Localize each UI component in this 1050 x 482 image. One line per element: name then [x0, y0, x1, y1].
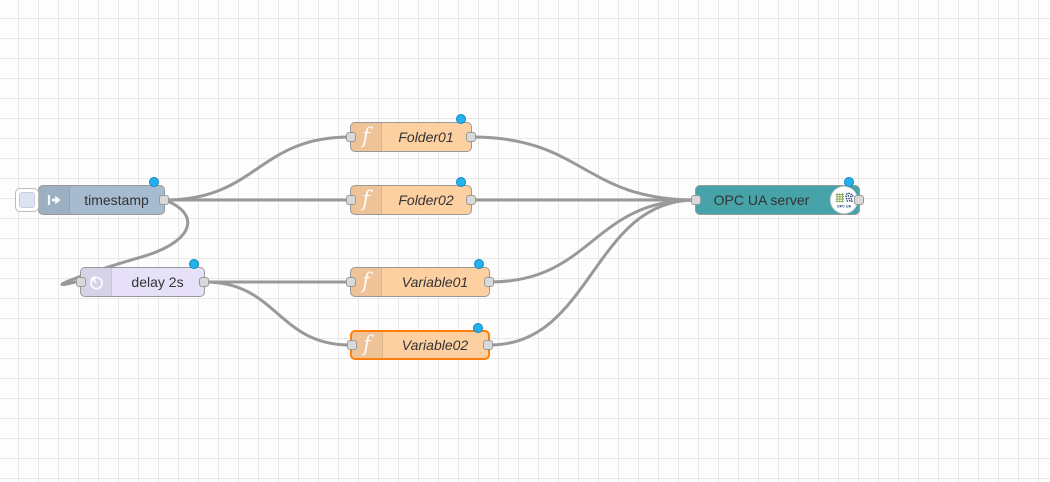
- function-f-glyph: f: [362, 186, 370, 211]
- output-port-folder02[interactable]: [466, 195, 476, 205]
- node-variable01[interactable]: f Variable01: [346, 259, 494, 297]
- function-f-glyph: f: [362, 268, 370, 293]
- wire-timestamp-to-folder01[interactable]: [163, 135, 352, 202]
- function-icon: f: [351, 268, 382, 296]
- node-label-timestamp: timestamp: [84, 192, 149, 208]
- function-f-glyph: f: [363, 331, 371, 356]
- output-port-variable01[interactable]: [484, 277, 494, 287]
- node-label-delay: delay 2s: [131, 274, 184, 290]
- node-folder01[interactable]: f Folder01: [346, 114, 476, 152]
- node-delay[interactable]: delay 2s: [76, 259, 209, 297]
- wire-variable02-to-opcua[interactable]: [488, 198, 697, 347]
- output-port-folder01[interactable]: [466, 132, 476, 142]
- changed-indicator: [456, 177, 466, 187]
- wire-delay-to-variable02[interactable]: [203, 280, 352, 347]
- changed-indicator: [149, 177, 159, 187]
- output-port-opcua[interactable]: [854, 195, 864, 205]
- node-opcua[interactable]: OPC UA OPC UA server: [691, 177, 864, 215]
- input-port-variable02[interactable]: [347, 340, 357, 350]
- node-label-folder02: Folder02: [398, 192, 454, 208]
- node-label-variable01: Variable01: [401, 274, 469, 290]
- function-icon: f: [351, 186, 382, 214]
- node-variable02[interactable]: f Variable02: [347, 323, 493, 360]
- input-port-delay[interactable]: [76, 277, 86, 287]
- inject-button-face: [19, 192, 35, 208]
- node-timestamp[interactable]: timestamp: [15, 177, 169, 215]
- opcua-logo-icon: OPC UA: [830, 186, 858, 214]
- input-port-folder01[interactable]: [346, 132, 356, 142]
- wire-variable01-to-opcua[interactable]: [488, 198, 697, 284]
- function-f-glyph: f: [362, 123, 370, 148]
- changed-indicator: [189, 259, 199, 269]
- node-label-variable02: Variable02: [401, 337, 469, 353]
- output-port-delay[interactable]: [199, 277, 209, 287]
- node-label-folder01: Folder01: [398, 129, 454, 145]
- input-port-variable01[interactable]: [346, 277, 356, 287]
- output-port-timestamp[interactable]: [159, 195, 169, 205]
- output-port-variable02[interactable]: [483, 340, 493, 350]
- node-folder02[interactable]: f Folder02: [346, 177, 476, 215]
- function-icon: f: [351, 123, 382, 151]
- svg-text:OPC UA: OPC UA: [837, 204, 852, 208]
- changed-indicator: [474, 259, 484, 269]
- input-port-folder02[interactable]: [346, 195, 356, 205]
- changed-indicator: [473, 323, 483, 333]
- function-icon: f: [352, 332, 383, 358]
- wire-folder01-to-opcua[interactable]: [470, 135, 697, 202]
- node-label-opcua: OPC UA server: [713, 192, 810, 208]
- wire-timestamp-to-delay[interactable]: [60, 198, 190, 287]
- inject-arrow-icon: [39, 186, 70, 214]
- inject-button[interactable]: [15, 188, 39, 212]
- changed-indicator: [456, 114, 466, 124]
- timer-icon: [81, 268, 112, 296]
- input-port-opcua[interactable]: [691, 195, 701, 205]
